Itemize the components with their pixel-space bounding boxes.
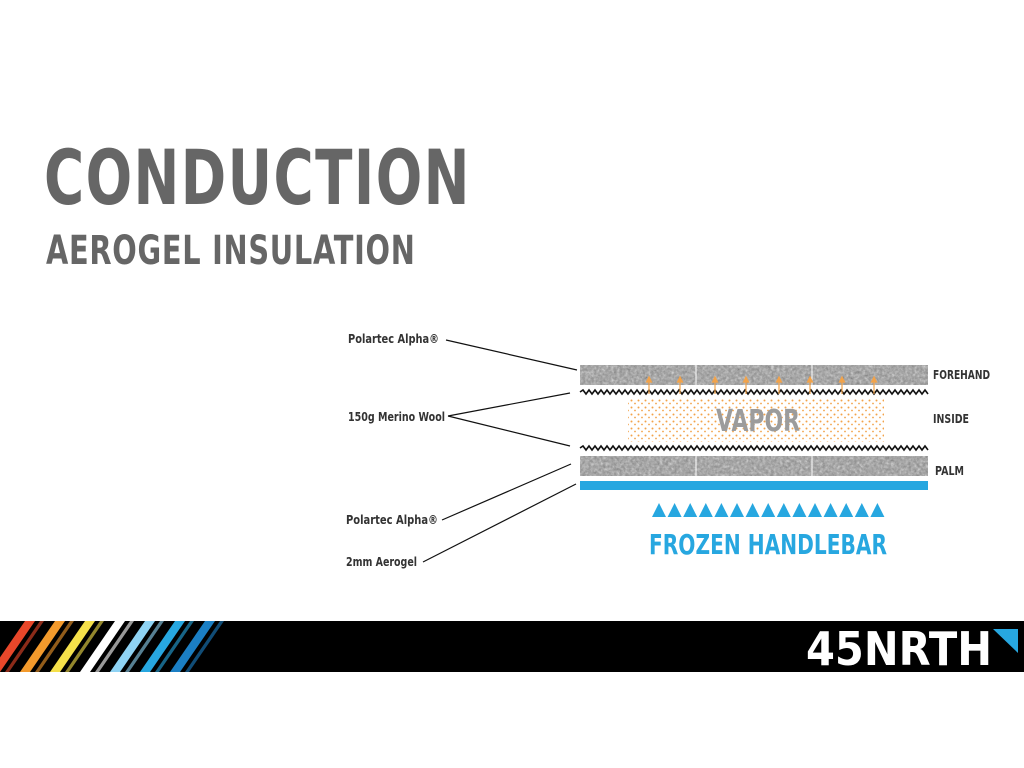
handlebar-triangle xyxy=(667,503,682,517)
handlebar-triangle xyxy=(745,503,760,517)
inside-label: INSIDE xyxy=(933,412,969,426)
leader-polartec-top xyxy=(445,339,578,371)
callout-merino-wool: 150g Merino Wool xyxy=(348,410,445,424)
brand-stripe-thin xyxy=(65,621,104,672)
leader-merino-top xyxy=(447,392,571,417)
brand-stripe-thin xyxy=(185,621,224,672)
slide-title: CONDUCTION xyxy=(44,133,471,222)
handlebar-triangle xyxy=(761,503,776,517)
vapor-arrow-head xyxy=(742,375,750,383)
merino-wool-top-line xyxy=(579,388,929,396)
forehand-label: FOREHAND xyxy=(933,368,990,382)
brand-stripe xyxy=(110,621,155,672)
vapor-label: VAPOR xyxy=(716,404,800,439)
frozen-handlebar-label: FROZEN HANDLEBAR xyxy=(649,528,887,561)
brand-stripe xyxy=(170,621,215,672)
palm-label: PALM xyxy=(935,464,964,478)
handlebar-triangle xyxy=(730,503,744,517)
vapor-arrow-head xyxy=(806,375,814,383)
callout-aerogel: 2mm Aerogel xyxy=(346,555,417,569)
brand-logo: 45NRTH xyxy=(806,622,1018,676)
slide-subtitle: AEROGEL INSULATION xyxy=(46,228,416,274)
vapor-region xyxy=(628,398,884,442)
brand-stripe xyxy=(140,621,185,672)
handlebar-triangle xyxy=(652,503,666,517)
handlebar-triangle xyxy=(870,503,885,517)
footer-band: 45NRTH xyxy=(0,621,1024,676)
callout-leader-lines xyxy=(422,339,578,563)
handlebar-triangle xyxy=(854,503,869,517)
merino-wool-bottom-line xyxy=(579,444,929,452)
vapor-arrow-head xyxy=(775,375,783,383)
callout-polartec-top: Polartec Alpha® xyxy=(348,332,439,346)
handlebar-triangle xyxy=(823,503,838,517)
handlebar-triangle xyxy=(776,503,791,517)
leader-polartec-bottom xyxy=(441,463,572,521)
callout-polartec-bottom: Polartec Alpha® xyxy=(346,513,438,527)
vapor-arrow-head xyxy=(676,375,684,383)
brand-stripe-thin xyxy=(95,621,134,672)
brand-stripe xyxy=(20,621,65,672)
brand-stripe-thin xyxy=(125,621,164,672)
handlebar-triangle xyxy=(808,503,822,517)
vapor-arrow-head xyxy=(645,375,653,383)
insulation-diagram: VAPOR FROZEN HANDLEBAR FOREHAND INSIDE P… xyxy=(346,332,990,569)
logo-text: 45NRTH xyxy=(806,622,992,672)
vapor-arrow-head xyxy=(711,375,719,383)
brand-stripe xyxy=(80,621,125,672)
aerogel-layer xyxy=(580,481,928,490)
brand-stripes xyxy=(0,621,224,672)
brand-stripe xyxy=(50,621,95,672)
logo-corner-icon xyxy=(993,629,1018,653)
vapor-arrow-head xyxy=(838,375,846,383)
handlebar-triangle xyxy=(683,503,698,517)
handlebar-triangle xyxy=(698,503,713,517)
vapor-arrow-head xyxy=(870,375,878,383)
handlebar-triangle xyxy=(714,503,729,517)
vapor-arrows xyxy=(645,375,878,394)
leader-merino-bottom xyxy=(447,415,571,447)
brand-stripe xyxy=(0,621,35,672)
handlebar-triangle xyxy=(839,503,854,517)
brand-stripe-thin xyxy=(5,621,44,672)
palm-fleece-layer xyxy=(580,456,928,476)
brand-stripe-thin xyxy=(155,621,194,672)
handlebar-triangles xyxy=(652,503,885,517)
handlebar-triangle xyxy=(792,503,807,517)
leader-aerogel xyxy=(422,483,577,563)
brand-stripe-thin xyxy=(35,621,74,672)
